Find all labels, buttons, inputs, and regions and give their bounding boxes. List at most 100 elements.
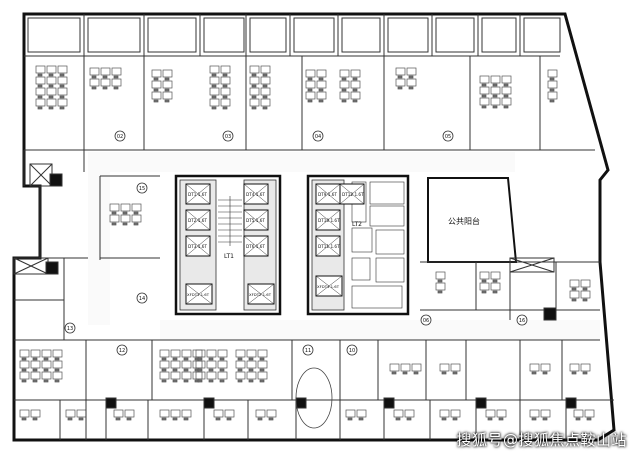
room-marker-number: 16 [519,318,525,324]
chair [549,99,555,103]
north-offices [23,14,595,186]
chair [259,368,265,372]
chair [115,417,121,421]
chair [122,211,128,215]
desk [30,349,41,358]
desk [209,65,220,74]
desk [181,349,192,358]
desk [57,98,68,107]
chair [21,357,27,361]
chair [161,368,167,372]
desk [109,203,120,212]
desk [540,409,551,418]
chair [352,99,358,103]
desk [350,91,361,100]
desk [30,371,41,380]
fire-elevator-label: XFDT1 1.6T [187,292,210,297]
desk [249,98,260,107]
desk [356,409,367,418]
chair [208,368,214,372]
desk [501,97,512,106]
chair [37,84,43,88]
desk [120,203,131,212]
chair [531,417,537,421]
desk [159,360,170,369]
chair [21,417,27,421]
chair [133,222,139,226]
chair [347,417,353,421]
desk [345,409,356,418]
chair [102,86,108,90]
chair [32,368,38,372]
chair [219,357,225,361]
chair [111,211,117,215]
desk [57,65,68,74]
chair [582,287,588,291]
desk [111,67,122,76]
desk [580,363,591,372]
desk [339,69,350,78]
chair [318,99,324,103]
desk [260,65,271,74]
desk [159,371,170,380]
desk [305,91,316,100]
room-marker [346,344,358,356]
desk [573,409,584,418]
desk [249,65,260,74]
desk [111,78,122,87]
room-marker [420,314,432,326]
desk [305,69,316,78]
chair [237,368,243,372]
desk [213,409,224,418]
desk [220,76,231,85]
chair [262,84,268,88]
desk [569,290,580,299]
desk [404,409,415,418]
desk [46,98,57,107]
desk [181,371,192,380]
chair [481,94,487,98]
central-corridor [88,152,600,340]
chair [59,106,65,110]
desk [260,76,271,85]
desk [46,87,57,96]
chair [406,417,412,421]
desk [220,87,231,96]
chair [307,77,313,81]
room-marker [312,130,324,142]
desk [206,360,217,369]
desk [584,409,595,418]
chair [126,417,132,421]
chair [498,417,504,421]
desk [393,409,404,418]
chair [226,417,232,421]
chair [397,86,403,90]
chair [54,379,60,383]
chair [21,368,27,372]
desk [389,363,400,372]
chair [197,357,203,361]
desk [490,86,501,95]
chair [43,368,49,372]
chair [59,95,65,99]
chair [481,83,487,87]
chair [542,417,548,421]
desk [224,409,235,418]
chair [78,417,84,421]
elevator-label: DT2 1.6T [188,218,207,223]
chair [391,371,397,375]
chair [586,417,592,421]
desk [159,349,170,358]
elevator-label: DT4 1.6T [246,192,265,197]
chair [251,95,257,99]
chair [452,417,458,421]
desk [46,65,57,74]
desk [89,67,100,76]
desk [35,76,46,85]
desk [220,65,231,74]
chair [248,357,254,361]
elevator-label: DT1 1.6T [188,192,207,197]
chair [441,371,447,375]
desk [339,91,350,100]
